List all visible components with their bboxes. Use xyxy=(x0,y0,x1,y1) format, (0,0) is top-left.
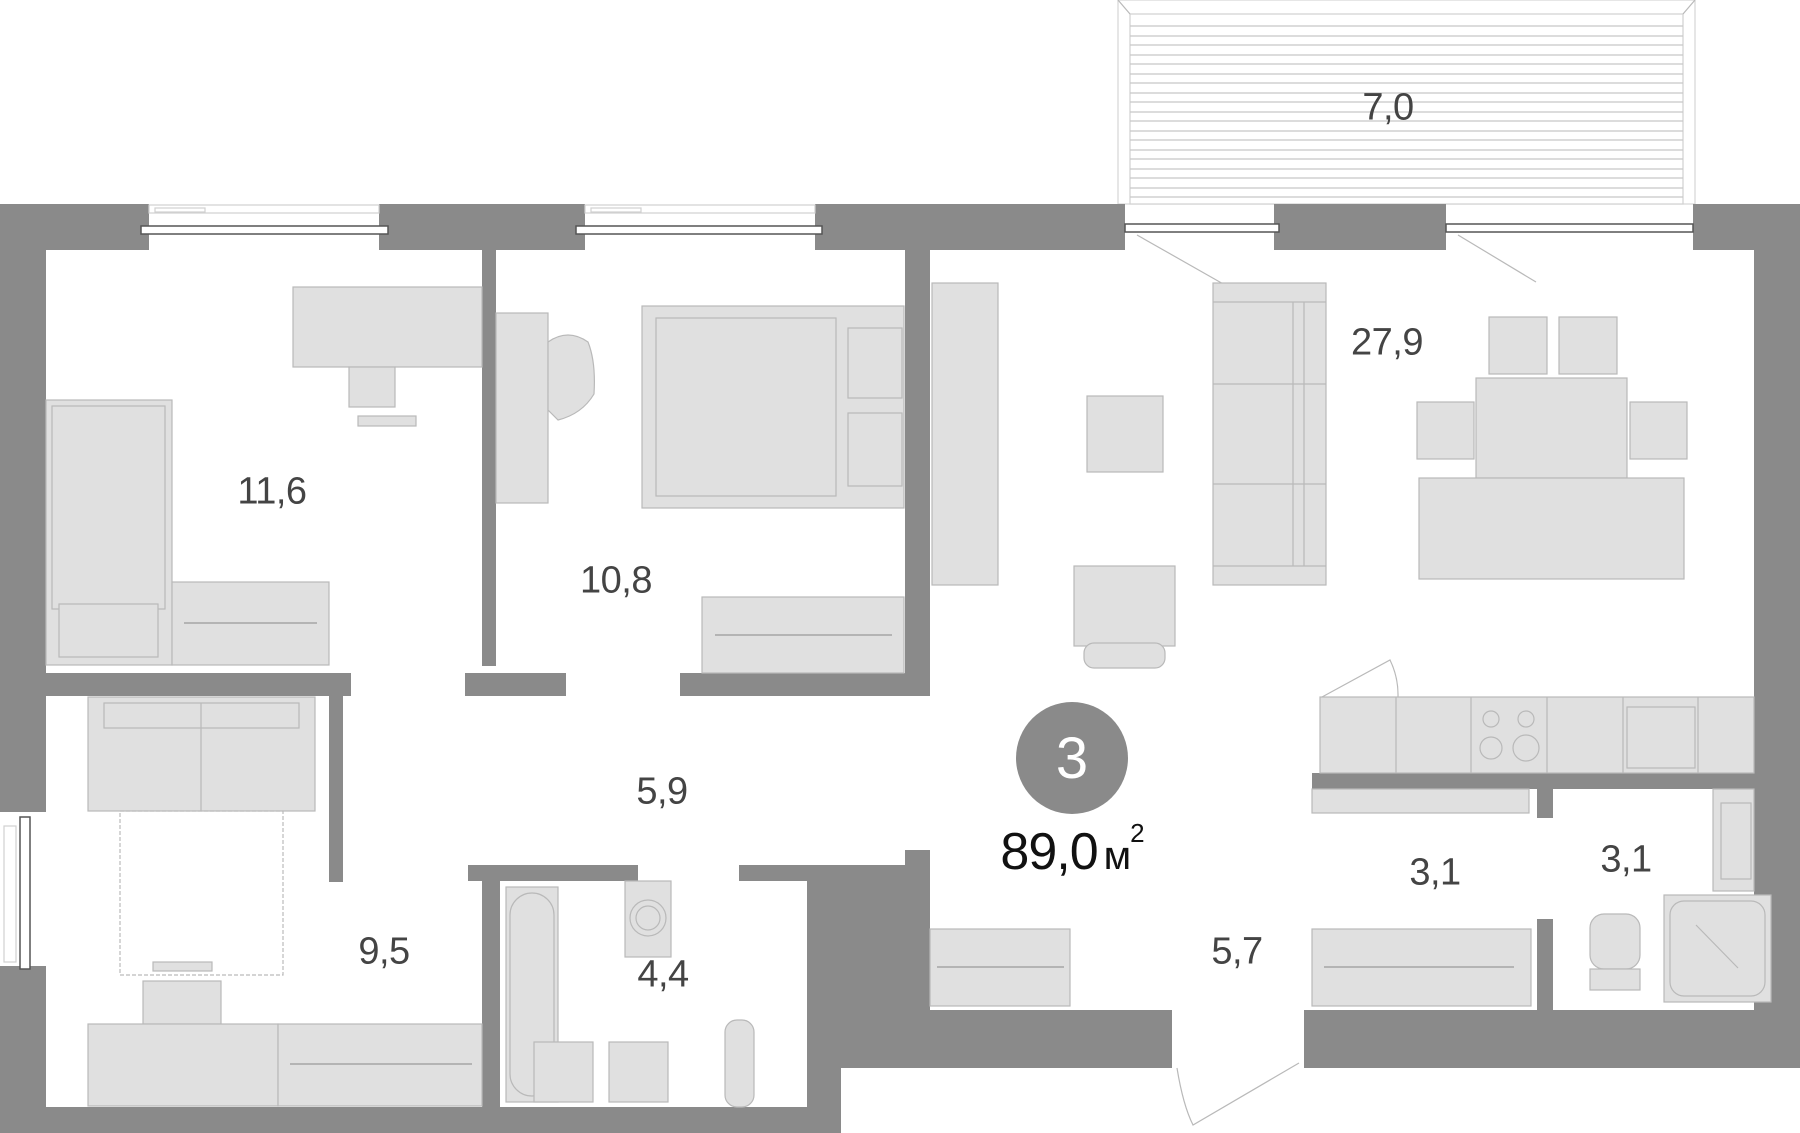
room-area-entrance-hall: 5,7 xyxy=(1211,930,1263,973)
bathroom-fixtures xyxy=(505,880,755,1108)
total-area-unit: м xyxy=(1103,834,1131,878)
bedroom-2-furniture xyxy=(495,305,905,674)
bedroom-3-furniture xyxy=(87,696,483,1107)
room-count-badge: 3 xyxy=(1016,702,1128,814)
room-area-bedroom-3: 9,5 xyxy=(358,930,410,973)
room-area-bathroom: 4,4 xyxy=(637,953,689,996)
living-furniture xyxy=(931,282,1688,698)
room-area-bedroom-1: 11,6 xyxy=(237,470,307,513)
room-area-living-kitchen: 27,9 xyxy=(1351,321,1423,364)
balcony xyxy=(1117,0,1696,205)
kitchen-furniture xyxy=(1311,696,1755,814)
room-area-bedroom-2: 10,8 xyxy=(580,559,652,602)
hall-furniture xyxy=(929,928,1532,1126)
interior-walls xyxy=(46,250,1754,1107)
exterior-walls xyxy=(0,204,1800,1133)
shower-room-fixtures xyxy=(1589,788,1772,1003)
room-count-value: 3 xyxy=(1055,725,1089,791)
room-area-shower-room: 3,1 xyxy=(1600,838,1652,881)
room-area-corridor: 5,9 xyxy=(636,770,688,813)
bedroom-1-furniture xyxy=(45,286,483,666)
total-area-exponent: 2 xyxy=(1130,818,1145,848)
room-area-balcony: 7,0 xyxy=(1362,86,1414,129)
room-area-storage: 3,1 xyxy=(1409,851,1461,894)
total-area-value: 89,0 xyxy=(1000,823,1098,881)
